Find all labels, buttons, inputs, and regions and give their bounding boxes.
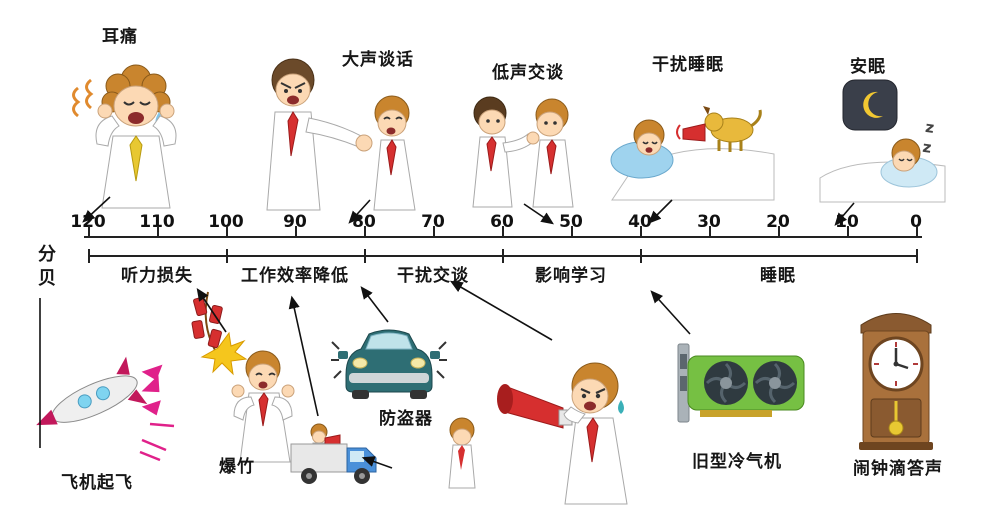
axis-tick-label: 110 [139,212,175,232]
segment-divider [502,249,504,263]
axis-tick-label: 0 [910,212,922,232]
axis-tick-label: 60 [490,212,514,232]
whisper-pair-icon [455,85,590,210]
alarm-car-icon [330,315,448,407]
segment-interfere-talk: 干扰交谈 [397,266,469,286]
axis-tick-label: 20 [766,212,790,232]
axis-tick-label: 40 [628,212,652,232]
segment-work-efficiency: 工作效率降低 [241,266,349,286]
caption-loud-talk: 大声谈话 [342,50,414,70]
axis-tick [571,226,573,236]
axis-tick [778,226,780,236]
axis-tick-label: 100 [208,212,244,232]
segment-divider [88,249,90,263]
axis-tick [364,226,366,236]
segment-divider [916,249,918,263]
axis-tick [916,226,918,236]
segment-affect-study: 影响学习 [535,266,607,286]
segment-divider [226,249,228,263]
axis-tick-label: 30 [697,212,721,232]
decibel-axis-line [84,236,922,238]
axis-tick [709,226,711,236]
axis-tick [226,226,228,236]
axis-unit-label: 分贝 [35,244,56,292]
axis-tick [502,226,504,236]
axis-tick-label: 90 [283,212,307,232]
loud-talk-pair-icon [235,55,440,213]
disturbed-sleep-icon [602,82,782,214]
caption-sound-sleep: 安眠 [850,57,886,77]
caption-whisper: 低声交谈 [492,63,564,83]
sound-sleep-icon [815,76,950,214]
axis-tick [295,226,297,236]
caption-firecracker: 爆竹 [219,457,255,477]
axis-tick [88,226,90,236]
caption-old-aircon: 旧型冷气机 [692,452,782,472]
segment-divider [640,249,642,263]
announcer-truck-icon [286,412,394,496]
segment-sleep: 睡眠 [760,266,796,286]
ear-pain-person-icon [58,50,208,212]
rocket-icon [22,332,177,467]
caption-car-alarm: 防盗器 [379,409,433,429]
axis-tick-label: 70 [421,212,445,232]
segment-divider [364,249,366,263]
axis-tick [433,226,435,236]
segment-hearing-loss: 听力损失 [121,266,193,286]
axis-tick [157,226,159,236]
axis-tick-label: 50 [559,212,583,232]
axis-tick [640,226,642,236]
megaphone-person-icon [435,328,660,508]
caption-plane-takeoff: 飞机起飞 [61,473,133,493]
caption-clock-tick: 闹钟滴答声 [853,459,943,479]
axis-tick [847,226,849,236]
caption-ear-pain: 耳痛 [102,27,138,47]
air-conditioner-icon [670,328,810,443]
grandfather-clock-icon [850,302,942,454]
caption-disturb-sleep: 干扰睡眠 [652,55,724,75]
